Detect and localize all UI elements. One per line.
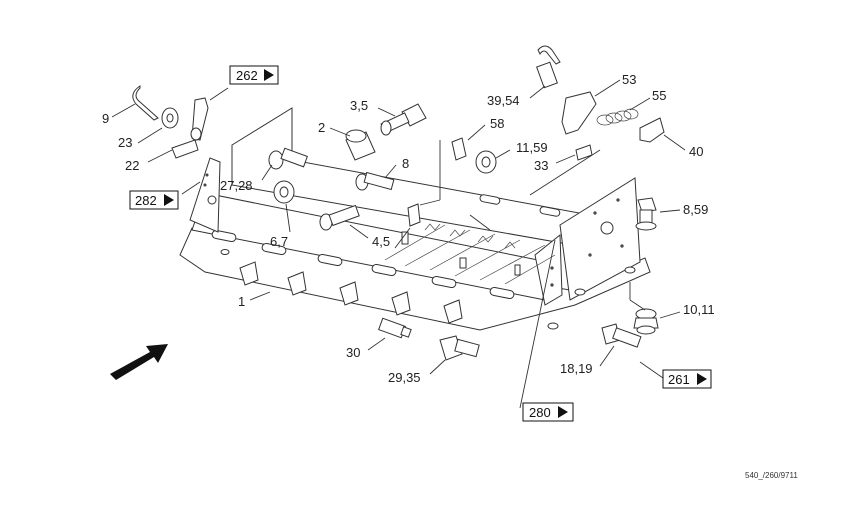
callout-8: 8 (402, 156, 409, 171)
loose-parts (132, 45, 665, 361)
direction-arrow (110, 344, 168, 380)
callout-29-35: 29,35 (388, 370, 421, 385)
reference-261-label: 261 (668, 372, 690, 387)
callout-labels: 9 23 22 2 3,5 58 8 11,59 33 39,54 53 55 … (102, 72, 715, 385)
reference-280-label: 280 (529, 405, 551, 420)
callout-2: 2 (318, 120, 325, 135)
bolt-27-28 (268, 147, 308, 170)
callout-55: 55 (652, 88, 666, 103)
bolt-29-35 (439, 335, 480, 361)
block-33 (575, 144, 593, 161)
callout-3-5: 3,5 (350, 98, 368, 113)
callout-6-7: 6,7 (270, 234, 288, 249)
reference-282-label: 282 (135, 193, 157, 208)
callout-1: 1 (238, 294, 245, 309)
callout-30: 30 (346, 345, 360, 360)
callout-39-54: 39,54 (487, 93, 520, 108)
drawing-code: 540_/260/9711 (745, 471, 798, 480)
callout-58: 58 (490, 116, 504, 131)
callout-22: 22 (125, 158, 139, 173)
stud-30 (378, 317, 412, 339)
leader-lines (111, 79, 686, 409)
bracket-58 (451, 137, 467, 161)
callout-4-5: 4,5 (372, 234, 390, 249)
reference-box-261[interactable]: 261 (662, 369, 712, 389)
reference-box-262[interactable]: 262 (229, 65, 279, 85)
nut-10-11 (633, 308, 659, 335)
main-frame (179, 107, 651, 331)
play-arrow-icon (558, 406, 568, 418)
play-arrow-icon (697, 373, 707, 385)
bolt-8-59 (635, 197, 657, 231)
callout-53: 53 (622, 72, 636, 87)
lever-53 (561, 91, 597, 135)
bolt-8 (355, 171, 395, 191)
play-arrow-icon (264, 69, 274, 81)
split-pin-9 (132, 85, 159, 121)
callout-18-19: 18,19 (560, 361, 593, 376)
callout-9: 9 (102, 111, 109, 126)
callout-27-28: 27,28 (220, 178, 253, 193)
callout-8-59: 8,59 (683, 202, 708, 217)
callout-40: 40 (689, 144, 703, 159)
bracket-40 (639, 117, 665, 143)
reference-box-280[interactable]: 280 (522, 402, 574, 422)
reference-box-282[interactable]: 282 (129, 190, 179, 210)
pin-39-54 (536, 45, 561, 89)
play-arrow-icon (164, 194, 174, 206)
reference-262-label: 262 (236, 68, 258, 83)
bolt-3-5 (380, 103, 427, 136)
callout-11-59: 11,59 (516, 140, 548, 155)
bolt-18-19 (601, 323, 642, 348)
callout-10-11: 10,11 (683, 302, 715, 317)
callout-23: 23 (118, 135, 132, 150)
bolt-4-5 (319, 204, 360, 231)
spring-55 (596, 108, 639, 126)
callout-33: 33 (534, 158, 548, 173)
